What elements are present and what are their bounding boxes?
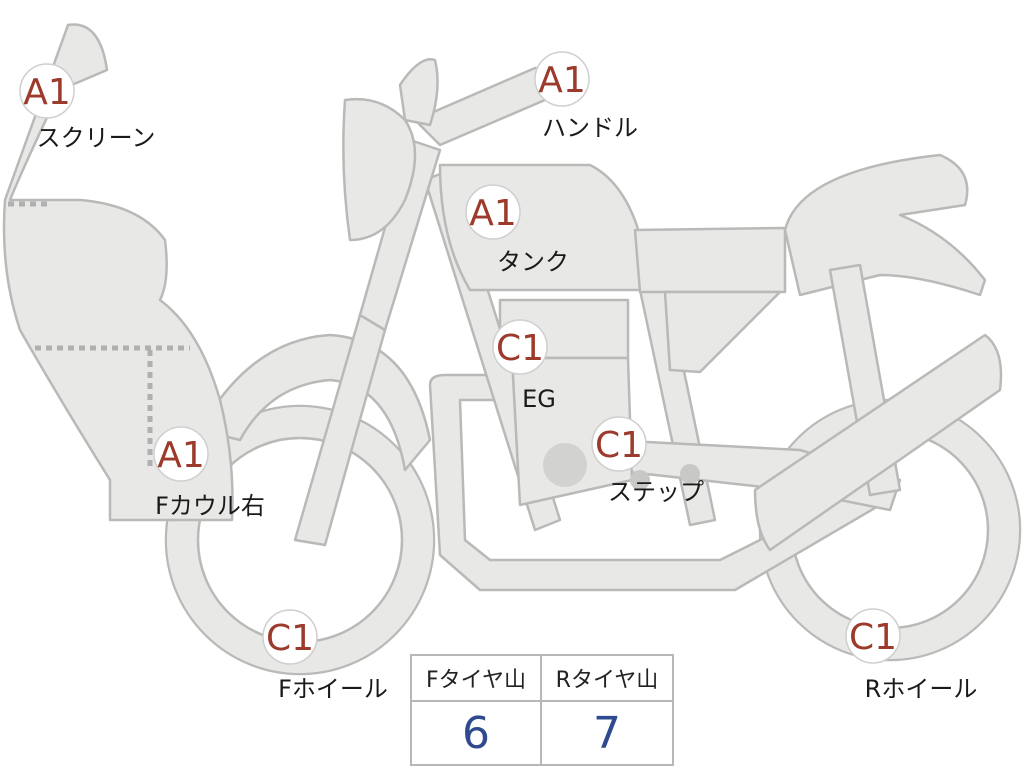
grade-badge-handle: A1 [534, 51, 590, 107]
label-step: ステップ [608, 478, 704, 506]
part-labels: スクリーン ハンドル タンク EG ステップ Fカウル右 Fホイール Rホイール [37, 114, 978, 703]
seat [633, 226, 787, 294]
label-screen: スクリーン [37, 124, 156, 152]
grade-badge-fwheel: C1 [262, 609, 318, 665]
grade-fwheel: C1 [266, 618, 314, 659]
front-cowl [2, 23, 234, 522]
rear-tread-value: 7 [593, 707, 621, 759]
grade-engine: C1 [496, 328, 544, 369]
side-cover [663, 290, 782, 374]
label-fcowl-right: Fカウル右 [155, 492, 265, 520]
grade-badge-fcowl-right: A1 [153, 426, 209, 482]
label-engine: EG [522, 385, 556, 413]
step-pegs [630, 464, 700, 490]
label-handle: ハンドル [542, 114, 638, 142]
label-fwheel: Fホイール [278, 675, 388, 703]
grade-rwheel: C1 [849, 617, 897, 658]
grade-badge-step: C1 [591, 416, 647, 472]
grade-badge-rwheel: C1 [845, 608, 901, 664]
grade-step: C1 [595, 425, 643, 466]
label-rwheel: Rホイール [865, 675, 978, 703]
front-tread-value: 6 [412, 702, 542, 764]
grade-badge-tank: A1 [465, 184, 521, 240]
headlight-panel [342, 98, 417, 242]
label-tank: タンク [497, 248, 569, 276]
grade-fcowl-right: A1 [157, 435, 205, 476]
front-tread-header: Fタイヤ山 [412, 656, 542, 702]
rear-shock [753, 333, 1003, 552]
grade-badge-engine: C1 [492, 319, 548, 375]
grade-badges: A1 A1 A1 C1 C1 A1 C1 C1 [19, 51, 901, 665]
rear-cowl [783, 153, 987, 297]
grade-screen: A1 [23, 72, 71, 113]
mirror [398, 58, 439, 127]
grade-tank: A1 [469, 193, 517, 234]
grade-badge-screen: A1 [19, 63, 75, 119]
grade-handle: A1 [538, 60, 586, 101]
tire-tread-table: Fタイヤ山 Rタイヤ山 6 7 [410, 654, 674, 766]
rear-tread-header: Rタイヤ山 [542, 656, 672, 702]
